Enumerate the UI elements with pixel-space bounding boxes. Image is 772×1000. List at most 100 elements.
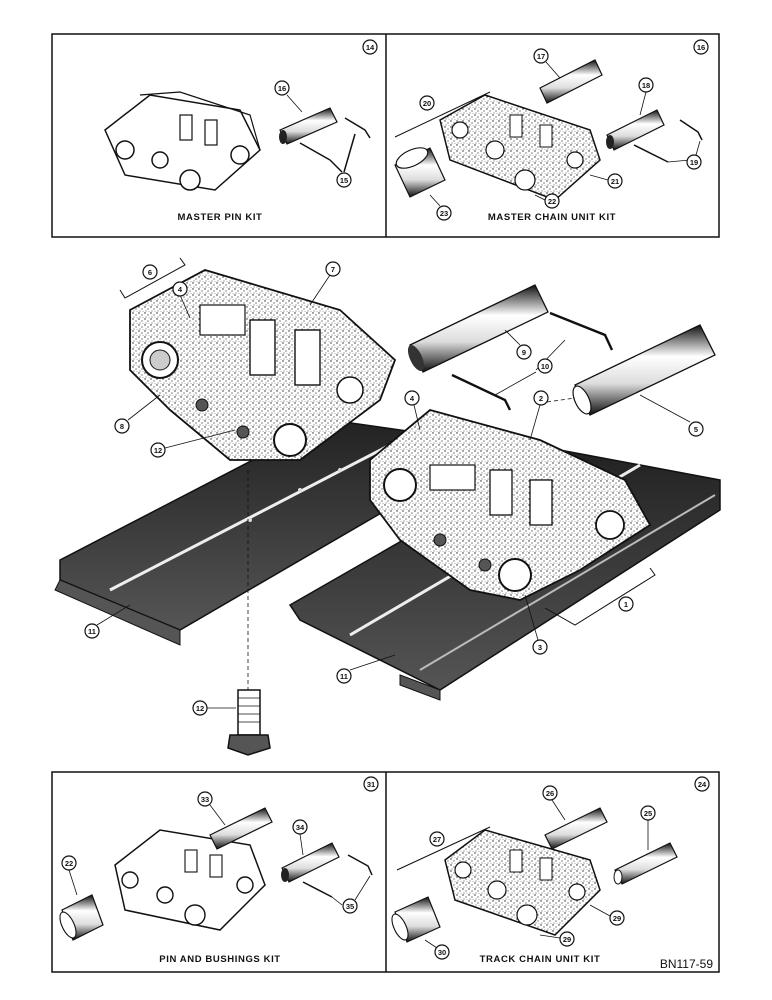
callout-7: 7 xyxy=(309,261,341,306)
callout-22-bushing: 22 xyxy=(61,855,78,896)
bottom-kit-panels: 33 34 22 35 31 PIN AND BUSH xyxy=(51,771,720,973)
callout-33: 33 xyxy=(197,791,226,826)
callout-label: 34 xyxy=(296,823,305,832)
kit-number-label: 14 xyxy=(366,43,375,52)
pin-18-drawing xyxy=(606,109,665,151)
dimension-line-20 xyxy=(394,91,491,138)
callout-label: 2 xyxy=(539,394,543,403)
callout-label: 6 xyxy=(148,268,152,277)
pin-34-drawing xyxy=(281,842,340,883)
callout-label: 5 xyxy=(694,425,698,434)
callout-34: 34 xyxy=(292,819,308,856)
callout-12-upper: 12 xyxy=(150,429,236,458)
pin-centerline xyxy=(539,397,576,404)
callout-label: 27 xyxy=(433,835,441,844)
kit-number-16: 16 xyxy=(693,39,709,55)
callout-6: 6 xyxy=(142,264,158,280)
callout-label: 10 xyxy=(541,362,549,371)
callout-12-bolt: 12 xyxy=(192,700,236,716)
kit-number-label: 24 xyxy=(698,780,707,789)
callout-8: 8 xyxy=(114,394,161,434)
callout-18: 18 xyxy=(638,77,654,116)
kit-number-31: 31 xyxy=(363,776,379,792)
callout-29-upper: 29 xyxy=(589,904,625,926)
pin-25-drawing xyxy=(613,842,678,885)
master-pin-kit-link-drawing xyxy=(104,91,261,191)
callout-label: 20 xyxy=(423,99,431,108)
callout-label: 4 xyxy=(410,394,415,403)
pin-bushings-link-drawing xyxy=(114,829,266,931)
track-chain-unit-kit-panel: 26 25 27 29 29 xyxy=(391,776,710,965)
callout-22: 22 xyxy=(534,193,560,209)
callout-11-left: 11 xyxy=(84,604,131,639)
top-kit-panels: 16 15 14 MASTER PIN KIT xyxy=(51,33,720,238)
callout-23: 23 xyxy=(429,194,452,221)
pin-9-drawing xyxy=(407,284,549,373)
callout-10: 10 xyxy=(494,339,566,396)
kit-caption: MASTER CHAIN UNIT KIT xyxy=(488,212,616,223)
cotter-15-drawing xyxy=(299,117,371,173)
drawing-reference-number: BN117-59 xyxy=(660,957,713,971)
callout-15: 15 xyxy=(336,172,352,188)
callout-label: 3 xyxy=(538,643,542,652)
callout-17: 17 xyxy=(533,48,561,79)
callout-1: 1 xyxy=(618,596,634,612)
cotter-35-drawing xyxy=(302,854,373,898)
callout-label: 21 xyxy=(611,177,619,186)
callout-4: 4 xyxy=(172,281,191,319)
main-track-assembly: 6 4 7 9 10 5 xyxy=(54,257,721,756)
callout-2: 2 xyxy=(529,390,549,441)
pin-26-drawing xyxy=(544,807,608,850)
master-pin-kit-panel: 16 15 14 MASTER PIN KIT xyxy=(104,39,378,223)
kit-caption: TRACK CHAIN UNIT KIT xyxy=(480,954,601,965)
bushing-23-drawing xyxy=(394,147,446,198)
callout-label: 12 xyxy=(154,446,162,455)
callout-label: 29 xyxy=(613,914,621,923)
kit-number-14: 14 xyxy=(362,39,378,55)
callout-30: 30 xyxy=(424,939,450,960)
callout-label: 9 xyxy=(522,348,526,357)
callout-label: 35 xyxy=(346,902,354,911)
chain-link-lower xyxy=(369,409,652,601)
callout-19: 19 xyxy=(667,140,702,170)
bolt-12-drawing xyxy=(227,689,271,756)
bushing-30-drawing xyxy=(391,896,441,943)
callout-label: 15 xyxy=(340,176,348,185)
callout-35: 35 xyxy=(331,875,371,914)
keys-10-drawing xyxy=(451,311,614,411)
pin-33-drawing xyxy=(209,807,273,850)
callout-3: 3 xyxy=(524,594,548,655)
callout-label: 22 xyxy=(548,197,556,206)
callout-label: 29 xyxy=(563,935,571,944)
callout-29-lower: 29 xyxy=(539,931,575,947)
callout-26: 26 xyxy=(542,785,566,821)
callout-label: 12 xyxy=(196,704,204,713)
callout-label: 26 xyxy=(546,789,554,798)
pin-17-drawing xyxy=(539,59,603,104)
callout-label: 23 xyxy=(440,209,448,218)
callout-label: 22 xyxy=(65,859,73,868)
track-chain-link-drawing xyxy=(444,829,601,936)
callout-label: 19 xyxy=(690,158,698,167)
kit-number-label: 31 xyxy=(367,780,375,789)
callout-label: 7 xyxy=(331,265,335,274)
chain-link-upper xyxy=(129,269,397,461)
callout-label: 25 xyxy=(644,809,652,818)
cotter-19-drawing xyxy=(633,119,703,163)
callout-16: 16 xyxy=(274,80,303,113)
callout-label: 16 xyxy=(278,84,286,93)
callout-label: 30 xyxy=(438,948,446,957)
bushing-22-drawing xyxy=(59,894,104,941)
callout-label: 8 xyxy=(120,422,124,431)
kit-caption: MASTER PIN KIT xyxy=(178,212,263,223)
callout-11-right: 11 xyxy=(336,654,396,684)
kit-number-label: 16 xyxy=(697,43,705,52)
dimension-line-6 xyxy=(119,257,186,299)
master-chain-unit-kit-panel: 17 20 18 21 22 xyxy=(394,39,709,223)
callout-9: 9 xyxy=(504,329,532,360)
callout-4-lower: 4 xyxy=(404,390,421,431)
callout-label: 4 xyxy=(178,285,183,294)
callout-25: 25 xyxy=(640,805,656,850)
callout-label: 17 xyxy=(537,52,545,61)
